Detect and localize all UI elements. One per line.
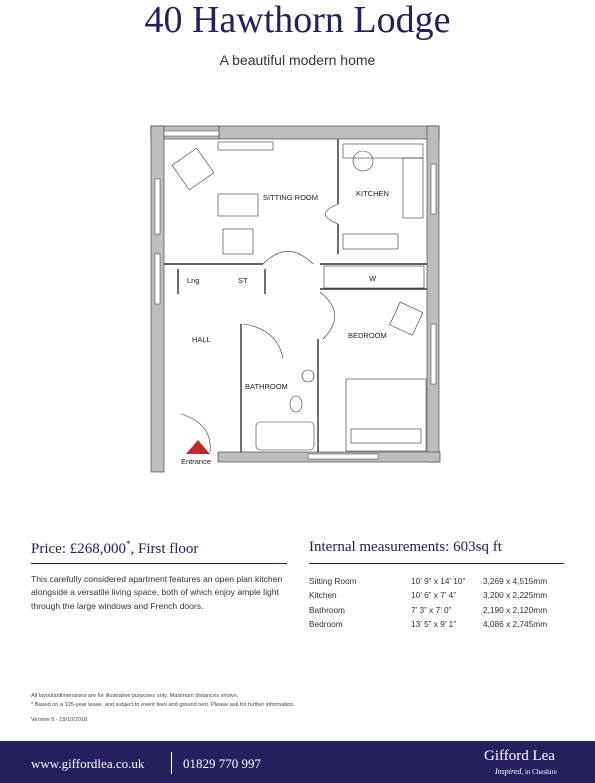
measurements-table: Sitting Room 10’ 9” x 14’ 10” 3,269 x 4,… <box>309 574 547 631</box>
label-wardrobe: W <box>369 274 377 283</box>
label-lng: Lng <box>187 276 200 285</box>
doors <box>180 203 339 453</box>
room-imperial: 7’ 3” x 7’ 0” <box>411 604 452 615</box>
disclaimer: All layouts/dimensions are for illustrat… <box>31 692 295 710</box>
tv-unit-icon <box>217 141 274 151</box>
wardrobe-icon <box>323 265 425 289</box>
window-left-1 <box>154 178 161 235</box>
version-note: Version 5 - 19/10/2018 <box>31 717 88 723</box>
website-link[interactable]: www.giffordlea.co.uk <box>31 756 145 771</box>
label-sitting-room: SITTING ROOM <box>263 193 318 202</box>
entrance-marker-icon <box>186 440 210 454</box>
footer-bar: www.giffordlea.co.uk 01829 770 997 Giffo… <box>0 741 595 783</box>
interior-walls <box>164 139 427 452</box>
furniture <box>171 141 427 452</box>
label-bedroom: BEDROOM <box>348 331 387 340</box>
table-row: Bedroom 13’ 5” x 9’ 1” 4,086 x 2,745mm <box>309 617 547 631</box>
label-kitchen: KITCHEN <box>356 189 389 198</box>
sofa-icon <box>171 147 215 191</box>
door-arc-bathroom <box>242 323 284 360</box>
room-imperial: 13’ 5” x 9’ 1” <box>411 619 457 630</box>
price-asterisk: * <box>126 539 131 549</box>
counter-side-icon <box>402 157 424 219</box>
room-name: Sitting Room <box>309 576 357 587</box>
tagline-rest: , in Cheshire <box>521 768 557 776</box>
kitchen-bench-icon <box>342 233 399 250</box>
door-arc-kitchen <box>325 203 339 225</box>
basin-icon <box>301 369 315 383</box>
floor-plan: SITTING ROOM KITCHEN W BEDROOM HALL Lng … <box>150 125 441 473</box>
price-divider <box>31 563 287 564</box>
door-arc-sitting <box>262 251 314 265</box>
windows <box>154 130 437 460</box>
window-top <box>163 130 220 137</box>
tagline-script: Inspired <box>495 767 522 776</box>
page-title: 40 Hawthorn Lodge <box>144 0 451 41</box>
disclaimer-line-2: * Based on a 125-year lease, and subject… <box>31 702 295 708</box>
room-metric: 3,269 x 4,515mm <box>483 576 548 587</box>
counter-icon <box>342 143 424 159</box>
door-arc-entrance <box>180 413 211 453</box>
room-name: Bedroom <box>309 619 343 630</box>
price-heading: Price: £268,000*, First floor <box>31 539 198 558</box>
label-hall: HALL <box>192 335 211 344</box>
door-arc-bedroom <box>319 291 336 340</box>
price-value: Price: £268,000 <box>31 541 126 557</box>
table-icon <box>217 193 259 217</box>
disclaimer-line-1: All layouts/dimensions are for illustrat… <box>31 693 239 699</box>
room-name: Bathroom <box>309 604 345 615</box>
room-metric: 3,200 x 2,225mm <box>483 590 548 601</box>
label-st: ST <box>238 276 248 285</box>
table-row: Kitchen 10’ 6” x 7’ 4” 3,200 x 2,225mm <box>309 588 547 602</box>
armchair-icon <box>222 228 254 255</box>
room-metric: 2,190 x 2,120mm <box>483 604 548 615</box>
window-right-2 <box>430 323 437 385</box>
room-imperial: 10’ 9” x 14’ 10” <box>411 576 466 587</box>
label-bathroom: BATHROOM <box>245 382 288 391</box>
brand-logo: Gifford Lea <box>484 748 555 764</box>
window-left-2 <box>154 253 161 305</box>
window-right-1 <box>430 163 437 215</box>
pillow-icon <box>350 428 422 444</box>
wall-top-right <box>218 125 440 140</box>
measurements-heading: Internal measurements: 603sq ft <box>309 539 502 555</box>
label-entrance: Entrance <box>181 457 211 466</box>
table-row: Sitting Room 10’ 9” x 14’ 10” 3,269 x 4,… <box>309 574 547 588</box>
page-subtitle: A beautiful modern home <box>219 52 376 68</box>
desk-chair-icon <box>389 301 424 336</box>
bath-icon <box>255 421 315 451</box>
table-row: Bathroom 7’ 3” x 7’ 0” 2,190 x 2,120mm <box>309 603 547 617</box>
property-description: This carefully considered apartment feat… <box>31 574 283 611</box>
measurements-divider <box>309 563 564 564</box>
room-metric: 4,086 x 2,745mm <box>483 619 548 630</box>
room-name: Kitchen <box>309 590 337 601</box>
price-floor: , First floor <box>130 541 199 557</box>
kitchen-table-icon <box>352 150 374 172</box>
bed-icon <box>345 378 427 452</box>
brand-tagline: Inspired, in Cheshire <box>495 767 557 776</box>
phone-link[interactable]: 01829 770 997 <box>183 756 261 771</box>
window-bottom <box>307 453 379 460</box>
room-imperial: 10’ 6” x 7’ 4” <box>411 590 457 601</box>
footer-divider <box>171 752 172 774</box>
toilet-icon <box>289 395 303 413</box>
